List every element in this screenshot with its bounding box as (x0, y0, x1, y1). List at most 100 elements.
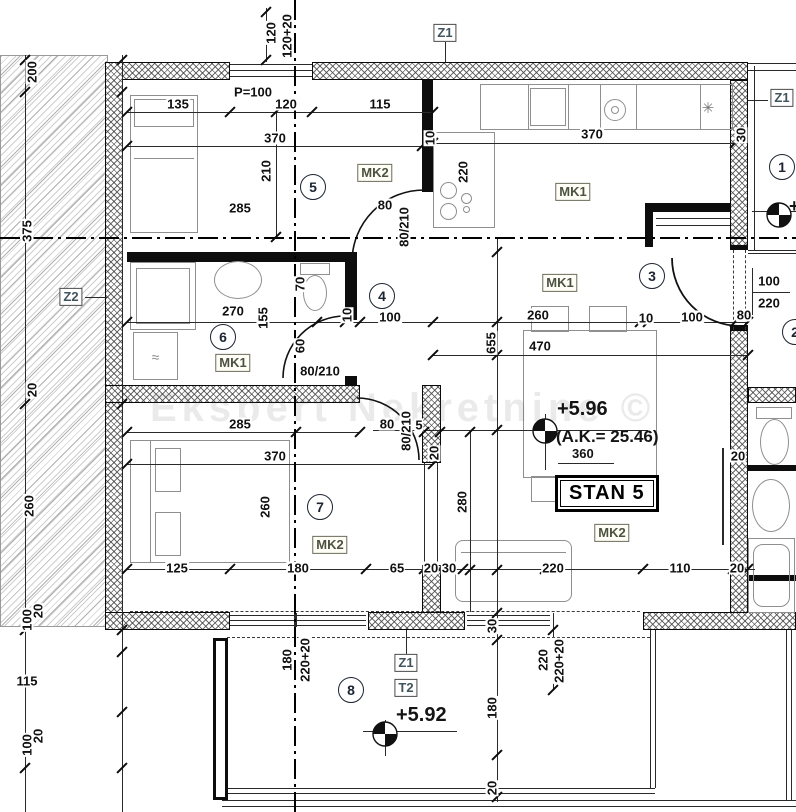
dimension-label: 270 (221, 303, 245, 319)
drawing-line (228, 793, 655, 794)
room-number: 6 (210, 324, 236, 350)
dimension-label: 20 (484, 779, 500, 797)
wall-top-left (105, 62, 230, 80)
drawing-line (748, 253, 796, 254)
drawing-line (363, 731, 457, 732)
level-dim-360: 360 (572, 446, 594, 461)
level-marker-living (532, 418, 558, 444)
drawing-line (230, 620, 366, 621)
drawing-line (753, 292, 790, 293)
material-tag: MK1 (215, 353, 251, 373)
kitchen-sink (530, 88, 566, 126)
dimension-label: 120+20 (279, 13, 295, 59)
drawing-line (228, 788, 655, 789)
terrace-wall-stub (213, 638, 228, 800)
pillow (155, 512, 181, 556)
drawing-line (406, 630, 407, 654)
dimension-label: 220 (535, 648, 551, 672)
kitchen-spiral-hob-inner (611, 106, 619, 114)
drawing-line (650, 630, 651, 788)
dimension-label: 20 (24, 381, 40, 399)
drawing-line (437, 463, 438, 565)
drawing-line (433, 143, 735, 144)
wall-right-upper (730, 80, 748, 250)
drawing-line (445, 42, 446, 62)
dimension-label: 125 (165, 560, 189, 576)
dimension-label: 220 (541, 560, 565, 576)
kitchen-peninsula-bar (645, 203, 730, 212)
drawing-line (127, 432, 360, 433)
drawing-line (752, 268, 753, 315)
drawing-line (230, 615, 366, 616)
burner (463, 206, 470, 213)
zone-tag: Z1 (394, 653, 418, 673)
dimension-label: 70 (292, 275, 308, 293)
dimension-label: 370 (263, 448, 287, 464)
dimension-label: 30 (484, 617, 500, 635)
dimension-label: 115 (15, 673, 39, 689)
dimension-label: 180 (286, 560, 310, 576)
toilet-tank (300, 263, 330, 275)
dimension-label: 285 (228, 416, 252, 432)
dimension-label: 220+20 (297, 637, 313, 683)
drawing-line (497, 238, 498, 612)
dimension-label: 100 (19, 608, 35, 632)
bed-single-foldline (134, 158, 194, 159)
dimension-label: 370 (263, 130, 287, 146)
toilet-bowl (303, 275, 327, 311)
stove-cabinet (433, 132, 495, 228)
drawing-line (230, 64, 312, 65)
room-number: 1 (769, 154, 795, 180)
bed-single-pillow (134, 99, 194, 127)
entrance-jamb-top (730, 245, 748, 250)
material-tag: MK1 (542, 273, 578, 293)
dimension-label: 220+20 (551, 638, 567, 684)
wall-pier-lower (422, 565, 441, 613)
drawing-line (276, 112, 277, 238)
dimension-label: 280 (454, 490, 470, 514)
wall-bottom-right (643, 612, 796, 630)
wall-bottom-middle (368, 612, 465, 630)
drawing-line (745, 250, 747, 330)
wall-right-lower (730, 330, 748, 613)
drawing-line (656, 225, 730, 226)
zone-tag: Z1 (433, 23, 457, 43)
dimension-label: 20 (728, 560, 746, 576)
zone-tag: T2 (394, 678, 418, 698)
drawing-line (85, 297, 107, 298)
dimension-label: 20 (729, 448, 747, 464)
dimension-label: 110 (668, 560, 692, 576)
dimension-label: 470 (528, 338, 552, 354)
dimension-label: 200 (24, 60, 40, 84)
dimension-label: 5 (414, 417, 424, 433)
dimension-label: 80/210 (299, 363, 341, 379)
drawing-line (127, 112, 433, 113)
room-number: 7 (307, 494, 333, 520)
neighbor-bathtub (748, 538, 795, 613)
drawing-line (424, 463, 425, 565)
dimension-label: 30 (733, 126, 749, 144)
dimension-label: 30 (440, 560, 458, 576)
dimension-label: 180 (484, 696, 500, 720)
adjacent-building-hatch (0, 55, 108, 627)
drawing-line (748, 250, 796, 251)
dimension-label: 100 (19, 733, 35, 757)
counter-divider (568, 84, 569, 130)
level-marker-landing (766, 202, 792, 228)
area-value: (A.K.= 25.46) (556, 427, 659, 446)
bed-double-headboard (150, 440, 151, 563)
drawing-line (786, 630, 787, 800)
drawing-line (791, 630, 792, 800)
room-number: 8 (338, 677, 364, 703)
dimension-label: 100 (680, 309, 704, 325)
zone-tag: Z1 (770, 88, 794, 108)
dimension-label: 155 (255, 306, 271, 330)
kitchen-spiral-hob (604, 99, 626, 121)
counter-divider (700, 84, 701, 130)
neighbor-partition-2 (748, 575, 796, 581)
dimension-label: 10 (339, 306, 355, 324)
dimension-label: 100 (378, 309, 402, 325)
drawing-line (227, 637, 650, 639)
neighbor-sink (752, 479, 790, 532)
